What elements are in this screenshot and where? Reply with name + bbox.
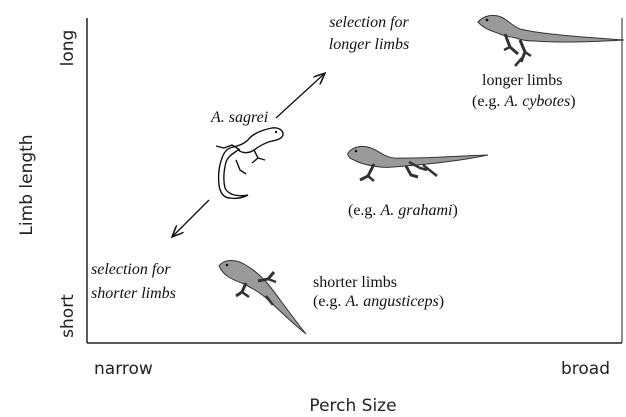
bottom-label-line1: shorter limbs [313,274,397,291]
top-right-species: A. cybotes [503,93,570,110]
bottom-species: A. angusticeps [344,293,438,310]
y-axis-title: Limb length [17,134,37,235]
center-species-label: A. sagrei [210,109,268,126]
x-axis-title: Perch Size [309,396,396,416]
bottom-close-paren: ) [439,293,444,310]
y-tick-short: short [58,294,78,338]
top-right-label-line1: longer limbs [482,72,562,89]
middle-label: (e.g. A. grahami) [348,202,458,219]
lizard-short-limbs-icon [219,260,306,334]
bottom-label-line2: (e.g. A. angusticeps) [313,293,444,310]
top-right-close-paren: ) [570,93,575,110]
selection-shorter-line1: selection for [91,261,171,278]
selection-shorter-line2: shorter limbs [91,285,176,302]
x-tick-narrow: narrow [94,359,153,379]
top-right-eg: (e.g. [472,93,504,110]
lizard-medium-limbs-icon [348,146,488,181]
middle-close-paren: ) [452,202,457,219]
lizard-sagrei-outline-icon [216,128,283,199]
arrow-shorter-limbs [173,200,209,236]
middle-eg: (e.g. [348,202,380,219]
lizard-long-limbs-icon [478,15,624,66]
selection-longer-line1: selection for [329,14,409,31]
bottom-eg: (e.g. [313,293,345,310]
middle-species: A. grahami [379,202,452,219]
y-tick-long: long [58,30,78,67]
x-tick-broad: broad [561,359,610,379]
selection-longer-line2: longer limbs [329,36,409,53]
arrow-longer-limbs [276,74,324,118]
top-right-label-line2: (e.g. A. cybotes) [472,93,576,110]
